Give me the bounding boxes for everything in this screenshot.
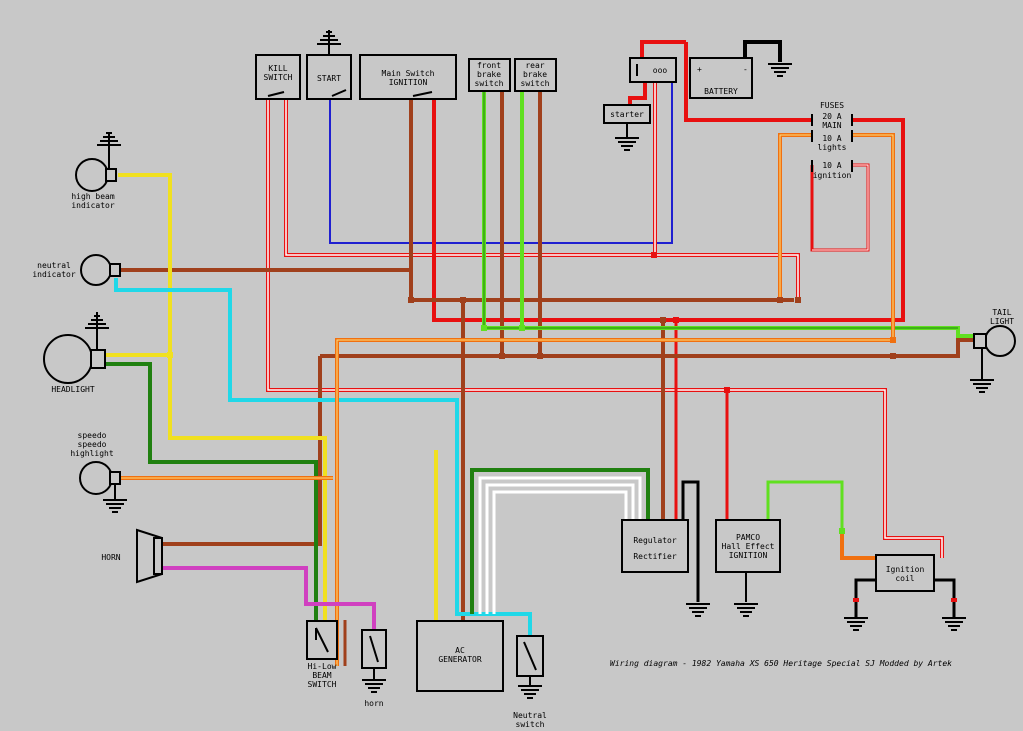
svg-text:rear: rear [525,61,544,70]
svg-text:20 A: 20 A [822,112,841,121]
wire-kill-red-thin-2 [284,78,657,257]
main-switch: Main Switch IGNITION [359,54,457,100]
svg-text:speedo: speedo [78,440,107,449]
svg-text:ooo: ooo [653,66,668,75]
svg-text:IGNITION: IGNITION [729,551,768,560]
wire-white-3 [492,490,628,614]
wire-red-starter [628,78,647,105]
wire-green-headlight [106,362,318,620]
headlight-label: HEADLIGHT [51,385,95,394]
speedo-light: speedo speedo highlight [70,431,128,513]
horn: HORN [101,528,163,584]
svg-text:lights: lights [818,143,847,152]
diagram-caption: Wiring diagram - 1982 Yamaha XS 650 Heri… [610,659,952,668]
svg-text:AC: AC [455,646,465,655]
wire-brown-main [409,98,794,302]
main-switch-label-1: Main Switch [382,69,435,78]
svg-text:LIGHT: LIGHT [990,317,1014,326]
svg-text:coil: coil [895,574,914,583]
svg-text:Hall Effect: Hall Effect [722,542,775,551]
kill-switch-label-2: SWITCH [264,73,293,82]
svg-text:Hi-Low: Hi-Low [308,662,337,671]
svg-text:+: + [697,65,702,74]
svg-text:indicator: indicator [71,201,115,210]
wires [106,40,975,666]
wire-yellow-highbeam [118,173,327,620]
svg-text:switch: switch [521,79,550,88]
svg-text:brake: brake [523,70,547,79]
svg-text:high beam: high beam [71,192,115,201]
start-label: START [317,74,341,83]
svg-text:neutral: neutral [37,261,71,270]
ac-generator: AC GENERATOR [416,620,504,692]
fuse-block: FUSES 20 A MAIN 10 A lights 10 A ignitio… [811,101,853,180]
wire-red-main [432,98,905,322]
svg-text:indicator: indicator [32,270,76,279]
wire-green-gen [470,468,650,614]
fuses-title: FUSES [820,101,844,110]
kill-switch-label-1: KILL [268,64,287,73]
wire-red-top [640,40,686,60]
wire-black-battery [743,40,782,62]
rear-brake-switch: rear brake switch [514,58,557,92]
wire-red-white-fuse [655,253,800,300]
regulator-rectifier: Regulator Rectifier [621,519,711,617]
svg-text:Regulator: Regulator [633,536,677,545]
svg-text:switch: switch [516,720,545,729]
svg-text:BEAM: BEAM [312,671,331,680]
wire-white-2 [485,483,635,614]
svg-text:Ignition: Ignition [886,565,925,574]
wire-cyan [114,278,532,636]
horn-label: HORN [101,553,120,562]
svg-text:ignition: ignition [813,171,852,180]
wire-brown-tail [320,338,975,358]
horn-switch-label: horn [364,699,383,708]
wire-lime-pamco [766,480,844,560]
svg-text:10 A: 10 A [822,134,841,143]
svg-text:MAIN: MAIN [822,121,841,130]
battery: + - BATTERY [689,57,793,99]
starter-motor: starter [603,104,651,151]
hi-low-beam-switch: Hi-Low BEAM SWITCH [306,620,338,689]
ignition-coil: Ignition coil [843,554,967,631]
svg-text:Rectifier: Rectifier [633,552,677,561]
svg-text:GENERATOR: GENERATOR [438,655,482,664]
svg-text:SWITCH: SWITCH [308,680,337,689]
high-beam-indicator: high beam indicator [71,132,122,210]
kill-switch: KILL SWITCH [255,54,301,100]
svg-text:speedo: speedo [78,431,107,440]
horn-switch: horn [361,629,387,708]
main-switch-label-2: IGNITION [389,78,428,87]
svg-text:front: front [477,61,501,70]
neutral-indicator: neutral indicator [32,254,121,286]
starter-solenoid: ooo [629,57,677,83]
starter-label: starter [610,110,644,119]
battery-label: BATTERY [704,87,738,96]
wire-red-battery [684,42,812,122]
neutral-switch: Neutral switch [513,635,547,729]
front-brake-switch: front brake switch [468,58,511,92]
tail-light: TAIL LIGHT [969,308,1016,393]
wire-orange-coil [840,530,876,560]
svg-text:10 A: 10 A [822,161,841,170]
svg-text:switch: switch [475,79,504,88]
svg-text:TAIL: TAIL [992,308,1011,317]
wire-brown-horn [162,356,322,546]
svg-text:PAMCO: PAMCO [736,533,760,542]
svg-text:-: - [743,65,748,74]
wire-magenta-horn [162,566,376,630]
headlight: HEADLIGHT [43,312,110,394]
svg-text:highlight: highlight [70,449,114,458]
pamco-ignition: PAMCO Hall Effect IGNITION [715,519,781,617]
svg-text:Neutral: Neutral [513,711,547,720]
wire-white-1 [478,476,642,614]
svg-text:brake: brake [477,70,501,79]
start-switch: START [306,30,352,100]
